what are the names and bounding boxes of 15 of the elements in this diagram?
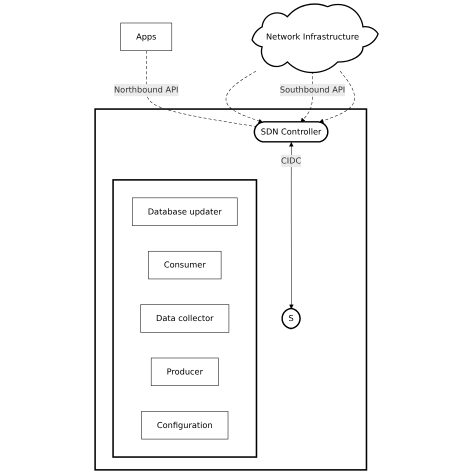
edge-label: Southbound API [280,84,346,95]
cluster [94,108,368,471]
node-box: Producer [151,358,220,386]
node-box: Consumer [148,250,222,280]
arrow [289,142,294,309]
node-box: Data collector [140,304,230,333]
node-box: Apps [120,22,172,51]
node-box: Database updater [132,198,238,226]
edge-label: Northbound API [114,84,179,95]
connector [146,50,257,127]
cluster [112,179,258,458]
node-box: Configuration [142,411,229,440]
arrow [226,70,264,124]
edge-label: CIDC [281,156,302,166]
arrow [320,70,356,123]
